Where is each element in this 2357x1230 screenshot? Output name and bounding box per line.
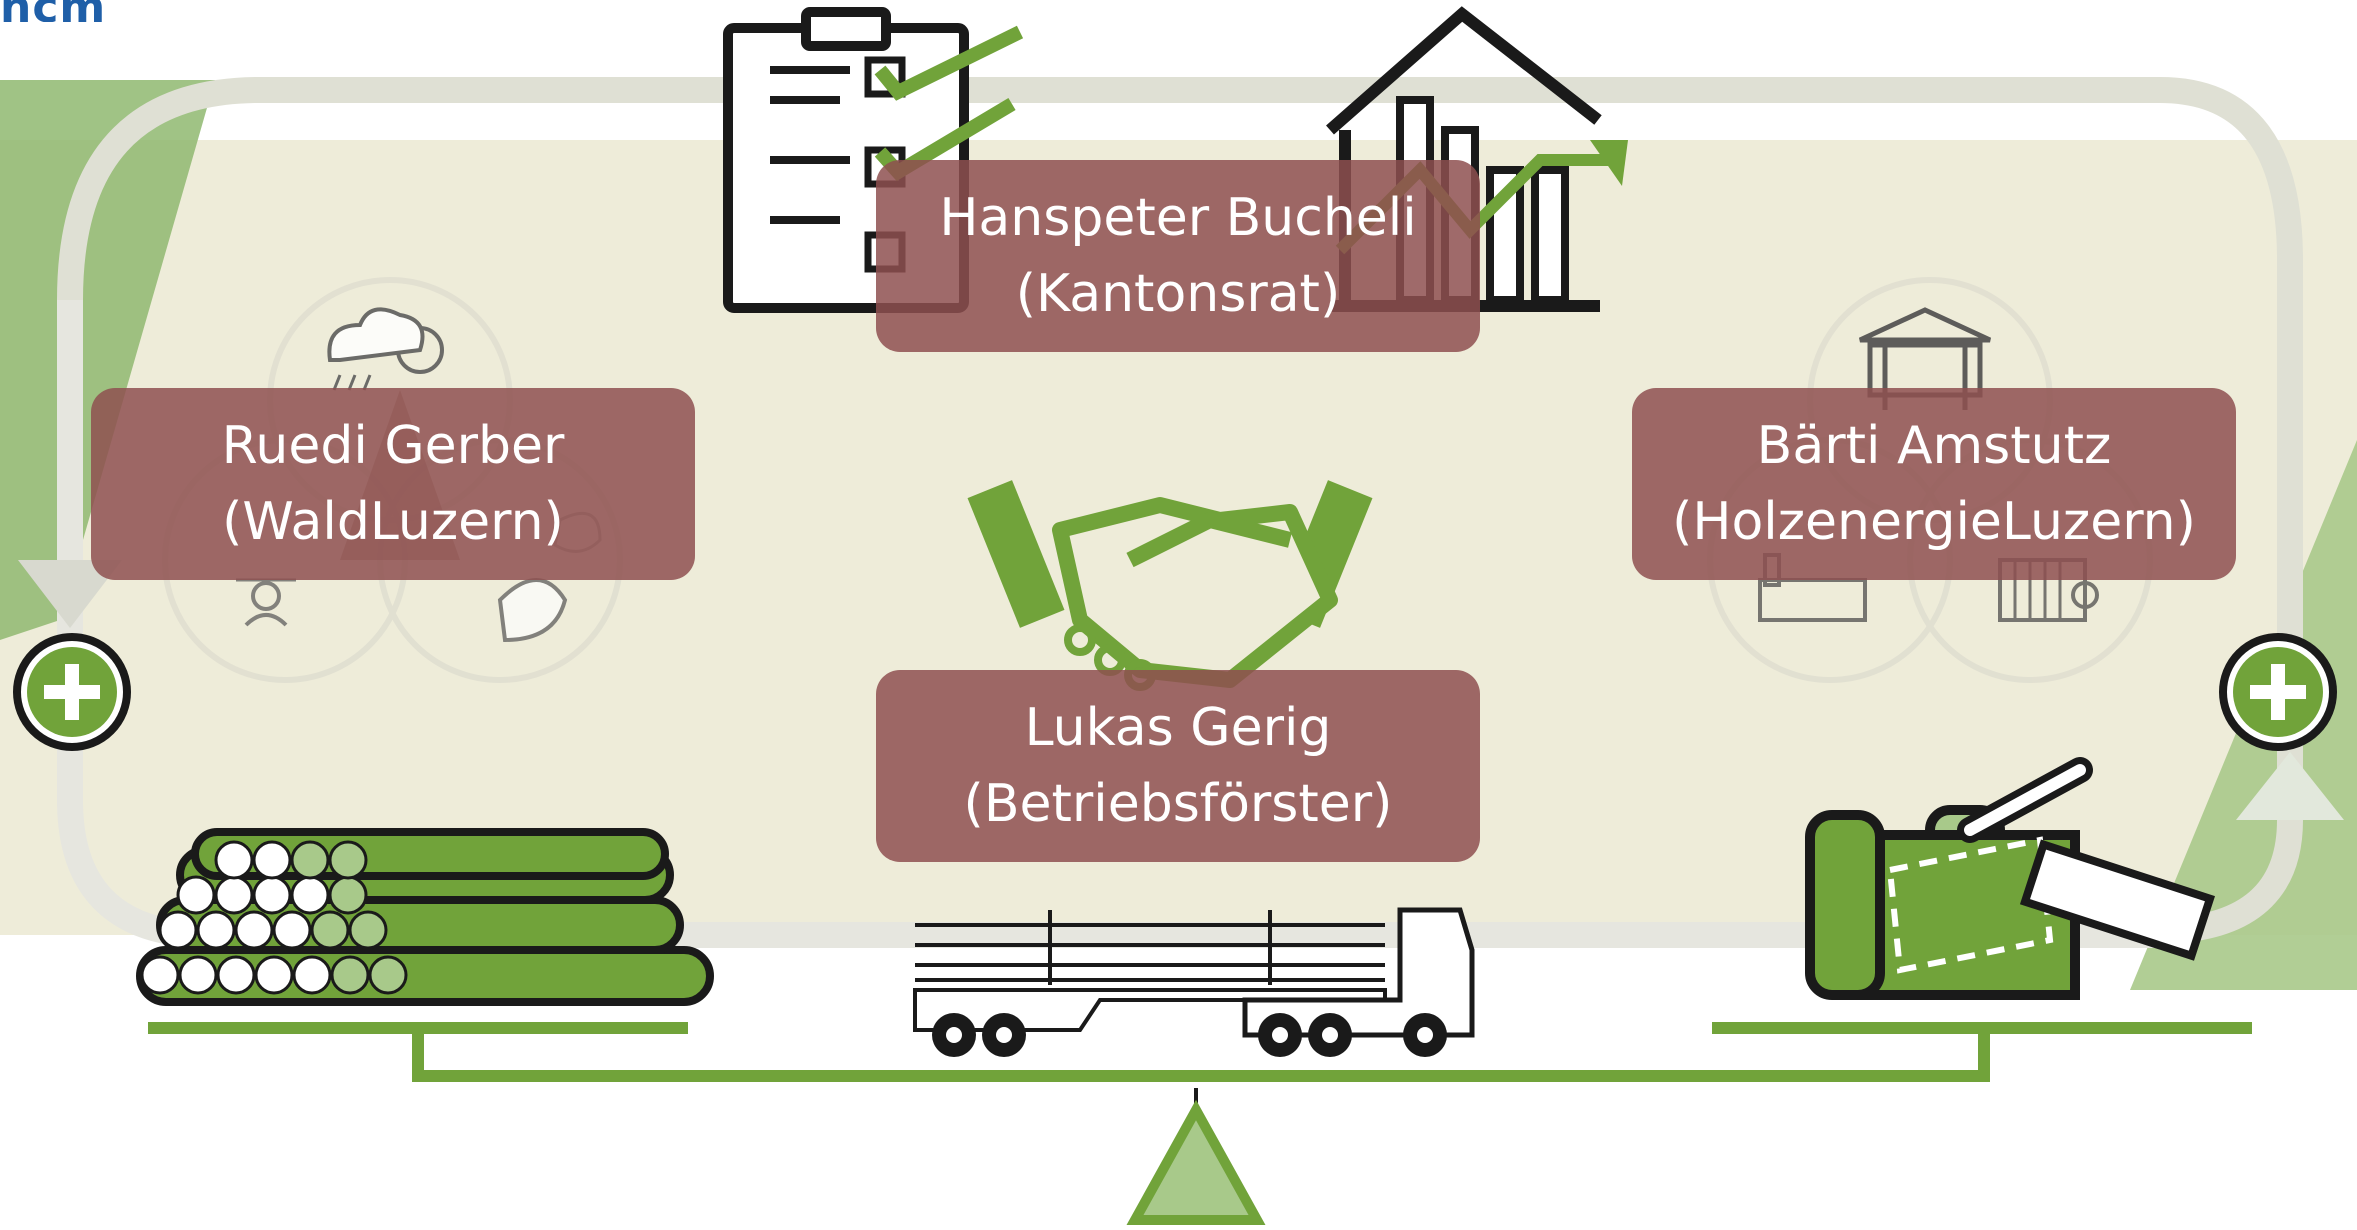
log-pile-icon: [136, 828, 714, 1006]
handshake-icon: [967, 480, 1373, 691]
timber-truck-icon: [913, 907, 1475, 1057]
stakeholder-role: (HolzenergieLuzern): [1672, 492, 2196, 552]
stakeholder-box-left[interactable]: Ruedi Gerber (WaldLuzern): [91, 388, 695, 580]
stakeholder-name: Lukas Gerig: [1024, 698, 1332, 758]
stakeholder-role: (Kantonsrat): [1015, 264, 1341, 324]
wood-chips-ruler-icon: [1805, 757, 2216, 1000]
people-icon: [236, 578, 296, 627]
plus-circle-icon[interactable]: [2219, 633, 2337, 751]
stakeholder-box-center[interactable]: Lukas Gerig (Betriebsförster): [876, 670, 1480, 862]
stakeholder-box-right[interactable]: Bärti Amstutz (HolzenergieLuzern): [1632, 388, 2236, 580]
stakeholder-name: Hanspeter Bucheli: [939, 188, 1417, 248]
right-track-arrow: [2236, 752, 2344, 820]
fox-icon: [497, 578, 568, 643]
stakeholder-box-top[interactable]: Hanspeter Bucheli (Kantonsrat): [876, 160, 1480, 352]
left-track-arrow: [18, 560, 122, 628]
balance-scale-icon: [148, 1022, 2252, 1225]
weather-sun-cloud-icon: [327, 307, 444, 391]
left-green-diagonal: [0, 80, 215, 640]
company-logo: ncm: [0, 0, 106, 22]
cycle-track-top: [57, 77, 2303, 943]
stakeholder-name: Ruedi Gerber: [221, 416, 565, 476]
stakeholder-name: Bärti Amstutz: [1756, 416, 2112, 476]
stakeholder-role: (WaldLuzern): [222, 492, 564, 552]
plus-circle-icon[interactable]: [13, 633, 131, 751]
stakeholder-role: (Betriebsförster): [963, 774, 1393, 834]
